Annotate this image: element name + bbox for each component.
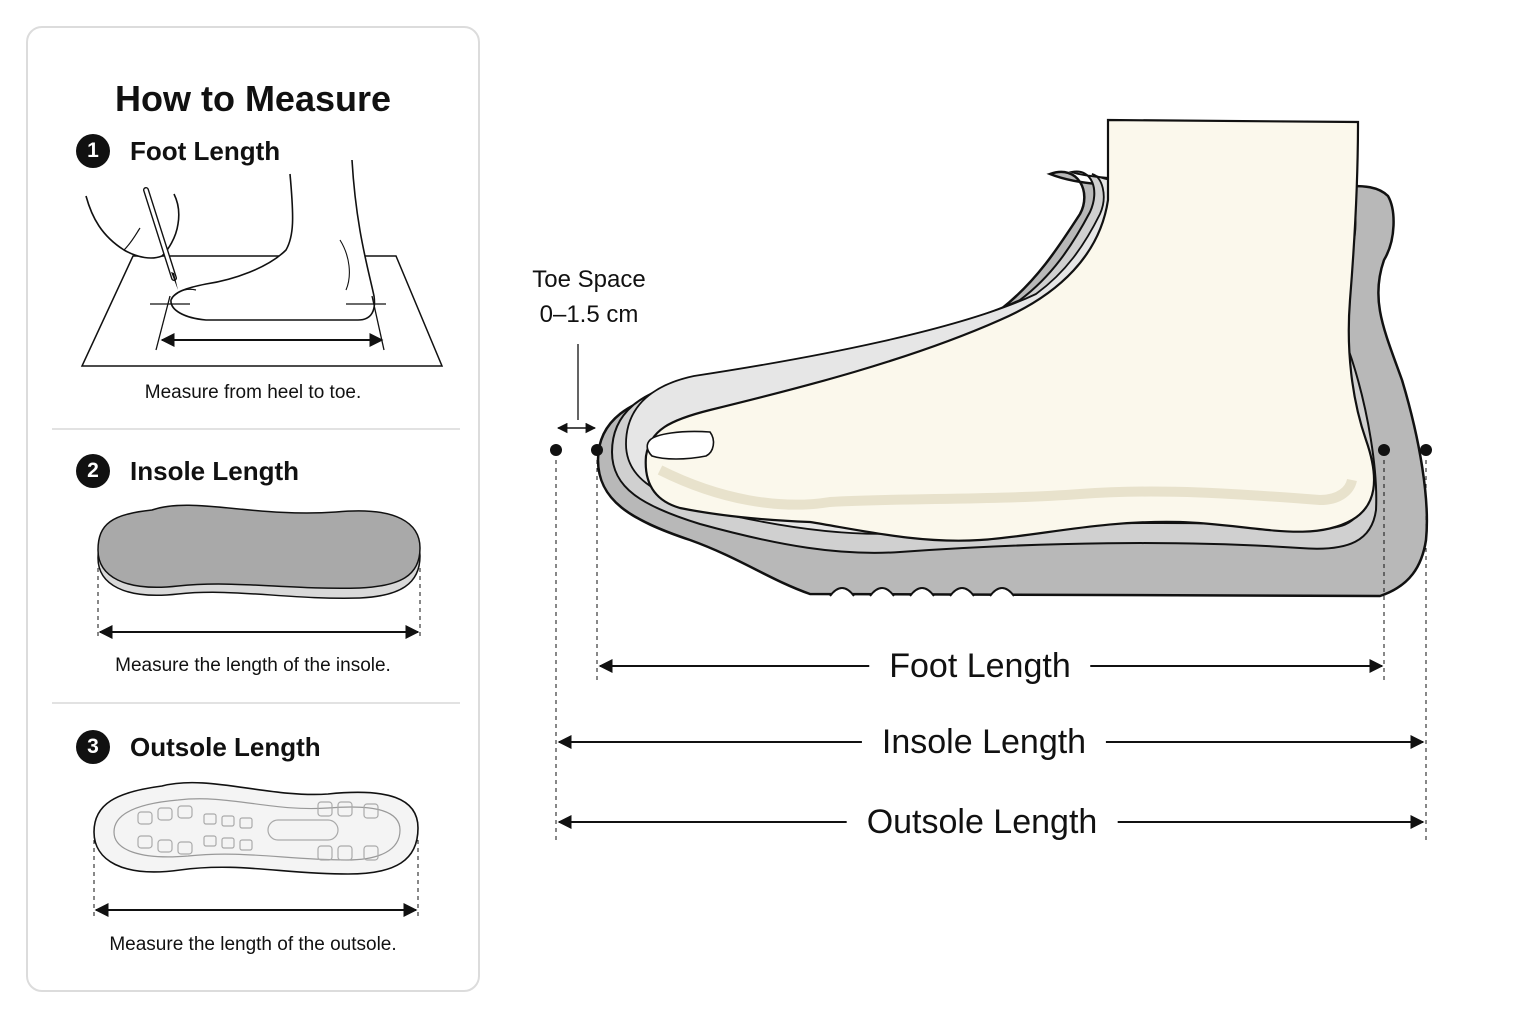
hand-pencil-icon: [85, 187, 180, 290]
foot-on-paper-icon: [80, 159, 444, 920]
step-insole-length: 2 Insole Length: [76, 454, 299, 488]
foot-shape: [644, 118, 1376, 542]
step-number: 1: [76, 134, 110, 168]
step-caption: Measure the length of the insole.: [115, 655, 391, 676]
foot-length-label: Foot Length: [869, 646, 1091, 686]
step-number: 2: [76, 454, 110, 488]
step-caption: Measure from heel to toe.: [144, 382, 362, 403]
step-label: Foot Length: [130, 135, 281, 166]
tread-lugs: [829, 587, 1015, 597]
toe-space-label: Toe Space 0–1.5 cm: [532, 262, 645, 332]
step-number: 3: [76, 730, 110, 764]
reference-dots: [550, 444, 1432, 456]
guide-lines: [555, 460, 1427, 844]
step-label: Outsole Length: [130, 731, 321, 762]
step-foot-length: 1 Foot Length: [76, 134, 280, 168]
toe-space-value: 0–1.5 cm: [539, 301, 639, 328]
panel-title: How to Measure: [114, 78, 392, 119]
divider: [52, 702, 460, 704]
outsole-length-label: Outsole Length: [846, 802, 1118, 842]
step-label: Insole Length: [130, 455, 299, 486]
step-caption: Measure the length of the outsole.: [109, 934, 397, 955]
how-to-measure-panel: How to Measure 1 Foot Length: [26, 26, 480, 992]
insole-length-label: Insole Length: [861, 722, 1107, 762]
foot-shading: [657, 465, 1357, 510]
toe-space-title: Toe Space: [532, 266, 646, 293]
insole-icon: [97, 504, 421, 599]
step-outsole-length: 3 Outsole Length: [76, 730, 321, 764]
divider: [52, 428, 460, 430]
shoe-foot-diagram: [550, 118, 1432, 844]
outsole-tread-icon: [93, 781, 419, 875]
toenail-shape: [646, 430, 715, 460]
